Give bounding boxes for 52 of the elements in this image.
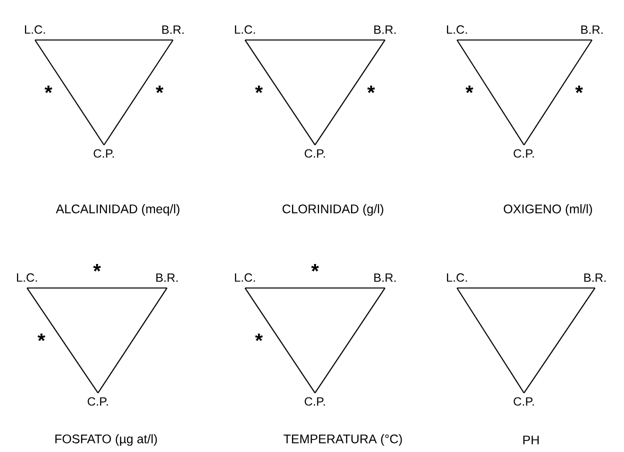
vertex-label: C.P.	[94, 149, 114, 158]
triangle-side	[456, 288, 524, 394]
panel-title: FOSFATO (µg at/l)	[55, 434, 157, 446]
triangle-side	[244, 288, 316, 394]
vertex-label: C.P.	[304, 149, 325, 158]
triangle-side	[457, 287, 595, 289]
triangle-side	[314, 40, 386, 146]
triangle-side	[245, 287, 385, 289]
vertex-label: B.R.	[374, 274, 396, 282]
triangle-side	[244, 40, 316, 146]
triangle-side	[245, 39, 385, 41]
asterisk-mark: *	[255, 86, 263, 94]
asterisk-mark: *	[38, 334, 46, 342]
triangle-side	[314, 288, 386, 394]
triangle-side	[34, 40, 104, 146]
panel-title: CLORINIDAD (g/l)	[282, 204, 384, 216]
asterisk-mark: *	[156, 86, 164, 94]
panel-title: TEMPERATURA (°C)	[284, 434, 402, 446]
vertex-label: C.P.	[304, 397, 325, 406]
triangle-side	[98, 288, 168, 394]
asterisk-mark: *	[466, 86, 474, 94]
vertex-label: B.R.	[156, 274, 178, 282]
triangle-side	[26, 288, 98, 394]
triangle-side	[456, 40, 524, 146]
triangle-side	[457, 39, 592, 41]
vertex-label: B.R.	[374, 26, 396, 34]
asterisk-mark: *	[44, 86, 52, 94]
asterisk-mark: *	[93, 264, 101, 272]
asterisk-mark: *	[311, 264, 319, 272]
panel-title: PH	[523, 436, 539, 444]
vertex-label: L.C.	[235, 25, 255, 34]
triangle-side	[27, 287, 167, 289]
vertex-label: B.R.	[581, 26, 603, 34]
panel-title: OXIGENO (ml/l)	[504, 204, 592, 216]
vertex-label: B.R.	[162, 26, 184, 34]
vertex-label: B.R.	[584, 274, 606, 282]
triangle-side	[35, 39, 173, 41]
vertex-label: L.C.	[235, 273, 255, 282]
asterisk-mark: *	[367, 86, 375, 94]
vertex-label: C.P.	[514, 149, 534, 158]
asterisk-mark: *	[255, 334, 263, 342]
vertex-label: L.C.	[446, 25, 467, 34]
vertex-label: C.P.	[514, 397, 534, 406]
vertex-label: L.C.	[25, 25, 45, 34]
triangle-side	[524, 288, 596, 394]
vertex-label: C.P.	[88, 397, 108, 406]
panel-title: ALCALINIDAD (meq/l)	[56, 204, 180, 216]
vertex-label: L.C.	[446, 273, 467, 282]
triangle-side	[104, 40, 174, 146]
vertex-label: L.C.	[17, 273, 37, 282]
asterisk-mark: *	[575, 86, 583, 94]
triangle-side	[524, 40, 592, 146]
